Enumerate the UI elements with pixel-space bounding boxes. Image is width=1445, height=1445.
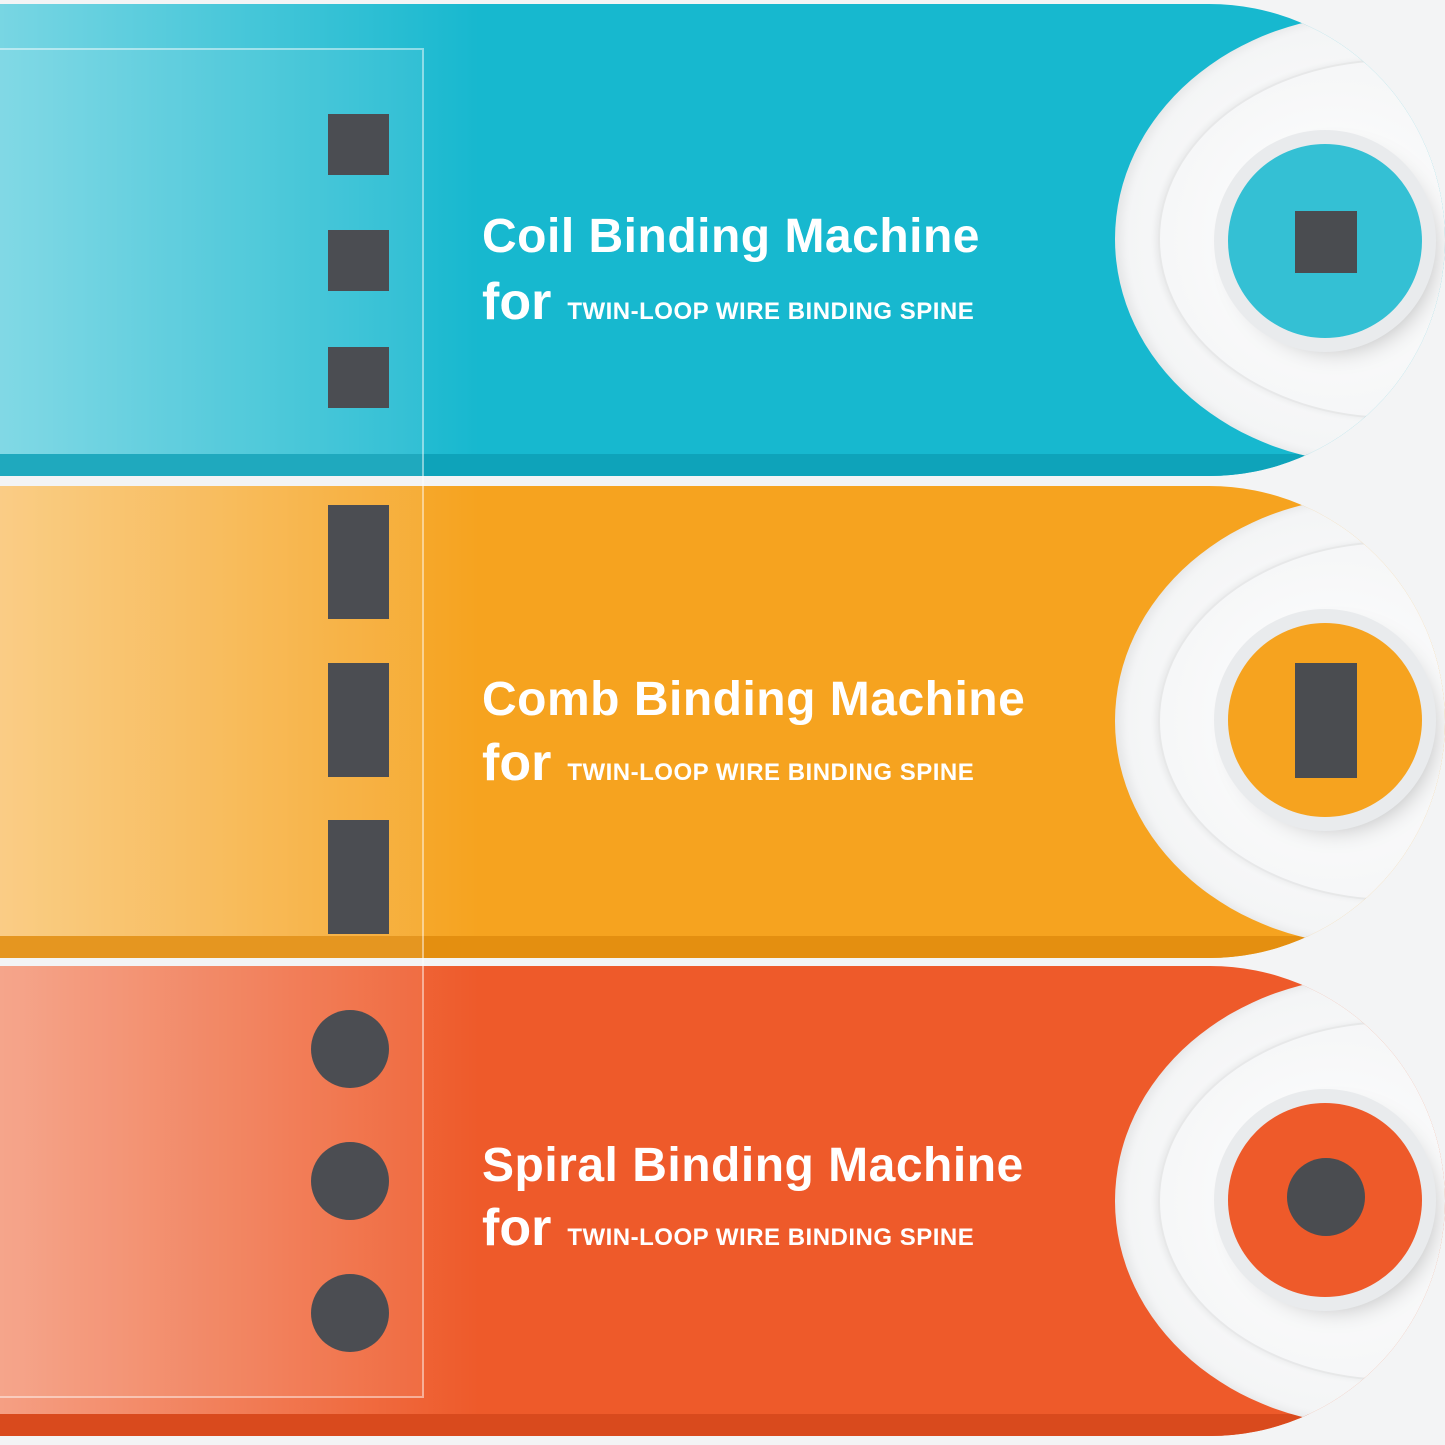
spiral-title: Spiral Binding Machine [482, 1139, 1024, 1192]
rectangle-hole-icon [1295, 663, 1357, 778]
round-hole-icon [311, 1274, 389, 1352]
square-hole-icon [1295, 211, 1357, 273]
rectangle-hole-icon [328, 663, 389, 777]
band-edge-stripe [0, 1414, 1445, 1436]
round-hole-icon [311, 1010, 389, 1088]
square-hole-icon [328, 230, 389, 291]
coil-subtitle-line: for TWIN-LOOP WIRE BINDING SPINE [482, 272, 974, 332]
for-word: for [482, 273, 552, 331]
band-fade [0, 4, 480, 476]
round-hole-icon [311, 1142, 389, 1220]
band-edge-stripe [0, 454, 1445, 476]
coil-band: Coil Binding Machine for TWIN-LOOP WIRE B… [0, 4, 1445, 476]
square-hole-icon [328, 114, 389, 175]
spine-label: TWIN-LOOP WIRE BINDING SPINE [567, 759, 975, 786]
band-fade [0, 966, 480, 1436]
for-word: for [482, 734, 552, 792]
band-fade [0, 486, 480, 958]
spine-label: TWIN-LOOP WIRE BINDING SPINE [567, 1224, 975, 1251]
spiral-band: Spiral Binding Machine for TWIN-LOOP WIRE… [0, 966, 1445, 1436]
comb-hub [1228, 623, 1422, 817]
spine-label: TWIN-LOOP WIRE BINDING SPINE [567, 298, 975, 325]
round-hole-icon [1287, 1158, 1365, 1236]
coil-title: Coil Binding Machine [482, 210, 980, 263]
comb-title: Comb Binding Machine [482, 673, 1026, 726]
square-hole-icon [328, 347, 389, 408]
comb-band: Comb Binding Machine for TWIN-LOOP WIRE B… [0, 486, 1445, 958]
for-word: for [482, 1199, 552, 1257]
spiral-subtitle-line: for TWIN-LOOP WIRE BINDING SPINE [482, 1198, 974, 1258]
spiral-hub [1228, 1103, 1422, 1297]
coil-hub [1228, 144, 1422, 338]
rectangle-hole-icon [328, 505, 389, 619]
rectangle-hole-icon [328, 820, 389, 934]
band-edge-stripe [0, 936, 1445, 958]
comb-subtitle-line: for TWIN-LOOP WIRE BINDING SPINE [482, 733, 974, 793]
